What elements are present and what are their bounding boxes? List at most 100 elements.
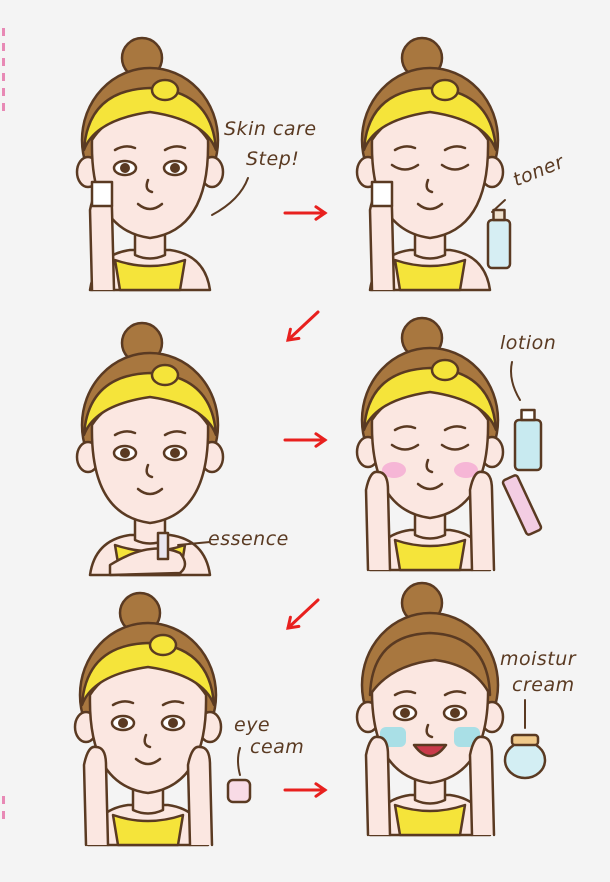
headband-knot xyxy=(150,363,180,387)
label-cream: cream xyxy=(512,674,575,696)
arrow-down-left-1-head xyxy=(286,327,301,342)
open-smile xyxy=(412,743,448,758)
girl-step-5 xyxy=(73,591,223,847)
girl-step-6 xyxy=(355,581,505,837)
pupil xyxy=(450,708,460,718)
smile xyxy=(416,202,444,211)
eyebrow xyxy=(161,700,185,707)
eye-cream-jar xyxy=(226,778,252,804)
blush-right xyxy=(454,462,478,478)
eyebrow xyxy=(393,690,417,697)
pupil xyxy=(400,708,410,718)
girl-step-2 xyxy=(355,36,505,292)
arrow-down-left-2 xyxy=(286,598,320,630)
lotion-bottle-cap xyxy=(520,408,536,422)
pupil xyxy=(168,718,178,728)
essence-pointer xyxy=(177,541,211,546)
headband-knot xyxy=(430,78,460,102)
headband xyxy=(362,86,498,152)
eyebrow xyxy=(113,430,137,437)
smile xyxy=(416,482,444,491)
eyebrow xyxy=(163,430,187,437)
left-hand xyxy=(364,735,392,837)
headband-knot xyxy=(148,633,178,657)
nose xyxy=(425,458,434,474)
pink-dashed-border-bottom xyxy=(2,796,5,822)
eyebrow xyxy=(393,425,417,432)
toner-bottle-cap xyxy=(492,208,506,222)
left-hand xyxy=(364,470,392,572)
headband xyxy=(82,371,218,437)
label-step: Step! xyxy=(246,148,300,170)
nose xyxy=(145,463,154,479)
eyebrow xyxy=(163,145,187,152)
eyebrow xyxy=(443,425,467,432)
lotion-bottle xyxy=(513,418,543,472)
nose xyxy=(425,178,434,194)
girl-step-4 xyxy=(355,316,505,572)
label-skin-care: Skin care xyxy=(224,118,317,140)
smile xyxy=(134,757,162,766)
headband xyxy=(362,366,498,432)
blush-left xyxy=(382,462,406,478)
eyebrow xyxy=(393,145,417,152)
eye-cream-pointer xyxy=(237,747,241,776)
arrow-down-left-2-head xyxy=(286,615,301,630)
skin-care-pointer xyxy=(211,177,249,216)
yellow-top xyxy=(393,538,467,572)
arrow-right-2-head xyxy=(314,432,328,448)
headband-knot xyxy=(150,78,180,102)
yellow-top xyxy=(393,258,467,292)
headband xyxy=(82,86,218,152)
eyebrow xyxy=(443,690,467,697)
headband xyxy=(80,641,216,707)
face xyxy=(90,393,210,525)
nose xyxy=(143,733,152,749)
closed-eye xyxy=(390,163,420,171)
label-lotion: lotion xyxy=(500,332,557,354)
lotion-pointer xyxy=(510,361,521,401)
toner-pointer xyxy=(491,199,506,213)
eyebrow xyxy=(111,700,135,707)
pupil xyxy=(118,718,128,728)
girl-step-1 xyxy=(75,36,225,292)
smile xyxy=(136,202,164,211)
label-eye: eye xyxy=(234,714,271,736)
right-hand xyxy=(468,735,496,837)
toner-bottle xyxy=(486,218,512,270)
eyebrow xyxy=(443,145,467,152)
yellow-top xyxy=(113,258,187,292)
pink-dashed-border-top xyxy=(2,28,5,118)
bangs xyxy=(368,631,492,697)
arrow-right-3-head xyxy=(314,782,328,798)
closed-eye xyxy=(440,163,470,171)
cotton-pad xyxy=(90,180,114,208)
arrow-down-left-1 xyxy=(286,310,320,342)
pupil xyxy=(170,163,180,173)
closed-eye xyxy=(440,443,470,451)
label-ceam: ceam xyxy=(250,736,305,758)
smile xyxy=(136,487,164,496)
eyebrow xyxy=(113,145,137,152)
moisture-cream-lid xyxy=(510,733,540,747)
label-moistur: moistur xyxy=(500,648,577,670)
nose xyxy=(145,178,154,194)
yellow-top xyxy=(111,813,185,847)
pupil xyxy=(170,448,180,458)
closed-eye xyxy=(390,443,420,451)
right-hand xyxy=(468,470,496,572)
label-essence: essence xyxy=(208,528,289,550)
arrow-right-1-head xyxy=(314,205,328,221)
headband-knot xyxy=(430,358,460,382)
girl-step-3 xyxy=(75,321,225,577)
pupil xyxy=(120,448,130,458)
moisture-cream-jar xyxy=(503,740,547,780)
left-hand xyxy=(82,745,110,847)
pupil xyxy=(120,163,130,173)
lotion-tube xyxy=(501,474,543,536)
right-hand xyxy=(186,745,214,847)
nose xyxy=(425,723,434,739)
essence-dropper xyxy=(156,531,170,561)
yellow-top xyxy=(393,803,467,837)
